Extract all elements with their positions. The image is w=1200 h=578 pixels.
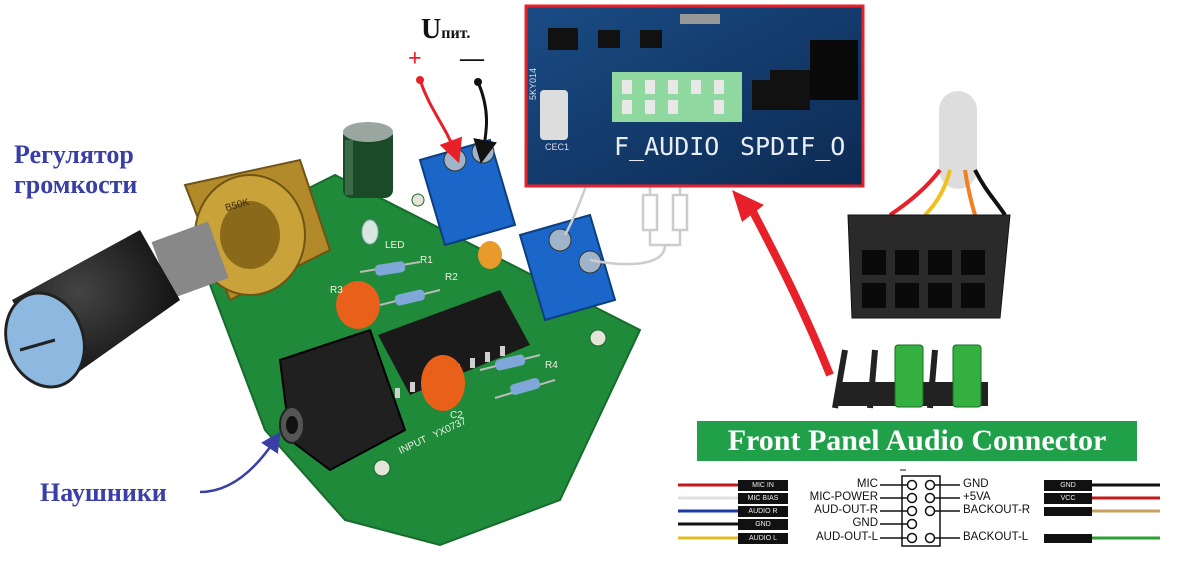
resistor-r1 [359, 261, 421, 276]
pcb-r3-label: R3 [330, 285, 343, 296]
tag-gnd-right: GND [1044, 480, 1092, 491]
supply-u: U [421, 14, 442, 45]
red-arrow-head [732, 190, 764, 222]
ceramic-capacitor [478, 241, 502, 269]
volume-label-line1: Регулятор [14, 140, 134, 169]
pin-mic-label: MIC [856, 478, 878, 490]
supply-subscript: пит. [441, 25, 471, 42]
rotary-knob-icon [4, 230, 180, 389]
mb-f-audio-label: F_AUDIO [614, 132, 720, 161]
pcb-r4-label: R4 [545, 360, 558, 371]
resistor-r4 [494, 378, 556, 399]
cable-connector-photo [847, 91, 1011, 319]
pin-gnd-right-label: GND [963, 478, 989, 490]
tag-gnd: GND [738, 519, 788, 530]
red-arrow-shaft [744, 200, 834, 377]
pin-aud-out-r-label: AUD-OUT-R [814, 504, 878, 516]
pinout-wires [678, 483, 1160, 543]
pin-gnd-left-label: GND [852, 517, 878, 529]
positive-wire [418, 79, 463, 164]
f-audio-header [612, 72, 742, 122]
volume-potentiometer [151, 158, 332, 302]
pcb-r2-label: R2 [445, 272, 458, 283]
volume-control-label: Регулятор громкости [14, 140, 137, 200]
audio-jack-icon [278, 328, 407, 472]
pin-aud-out-l-label: AUD-OUT-L [816, 531, 878, 543]
mb-chip-label: 5KY014 [528, 67, 538, 100]
tag-audio-l: AUDIO L [738, 533, 788, 544]
front-panel-title: Front Panel Audio Connector [697, 421, 1137, 461]
tag-audio-r: AUDIO R [738, 506, 788, 517]
film-capacitor-2 [421, 355, 465, 411]
pin-backout-r-label: BACKOUT-R [963, 504, 1031, 516]
pin-5va-label: +5VA [963, 491, 991, 503]
mb-spdif-label: SPDIF_O [740, 132, 846, 161]
pin-header-schematic [880, 469, 960, 547]
led [361, 219, 379, 245]
pin-mic-power-label: MIC-POWER [809, 491, 878, 503]
pcb-led-label: LED [385, 240, 405, 251]
supply-voltage-label: Uпит. [421, 14, 470, 46]
headphones-label: Наушники [40, 478, 167, 507]
positive-terminal-dot [416, 76, 424, 84]
film-capacitor-1 [336, 281, 380, 329]
minus-sign: — [460, 46, 484, 72]
plus-sign: + [408, 46, 422, 72]
electrolytic-capacitor [343, 122, 393, 198]
resistor-r2 [379, 289, 441, 306]
pin-backout-l-label: BACKOUT-L [963, 531, 1029, 543]
negative-wire [473, 81, 497, 164]
mb-cec-label: CEC1 [545, 142, 570, 152]
negative-terminal-dot [474, 78, 482, 86]
jumper-header-photo [832, 344, 988, 409]
resistor-r3 [479, 354, 541, 371]
headphones-arrow [199, 431, 281, 494]
tag-vcc: VCC [1044, 493, 1092, 504]
volume-label-line2: громкости [14, 170, 138, 199]
motherboard-photo [524, 4, 865, 188]
tag-mic-bias: MIC BIAS [738, 493, 788, 504]
tag-mic-in: MIC IN [738, 480, 788, 491]
speaker-terminal-block [518, 213, 617, 322]
pcb-c2-label: C2 [450, 410, 463, 421]
pcb-r1-label: R1 [420, 255, 433, 266]
